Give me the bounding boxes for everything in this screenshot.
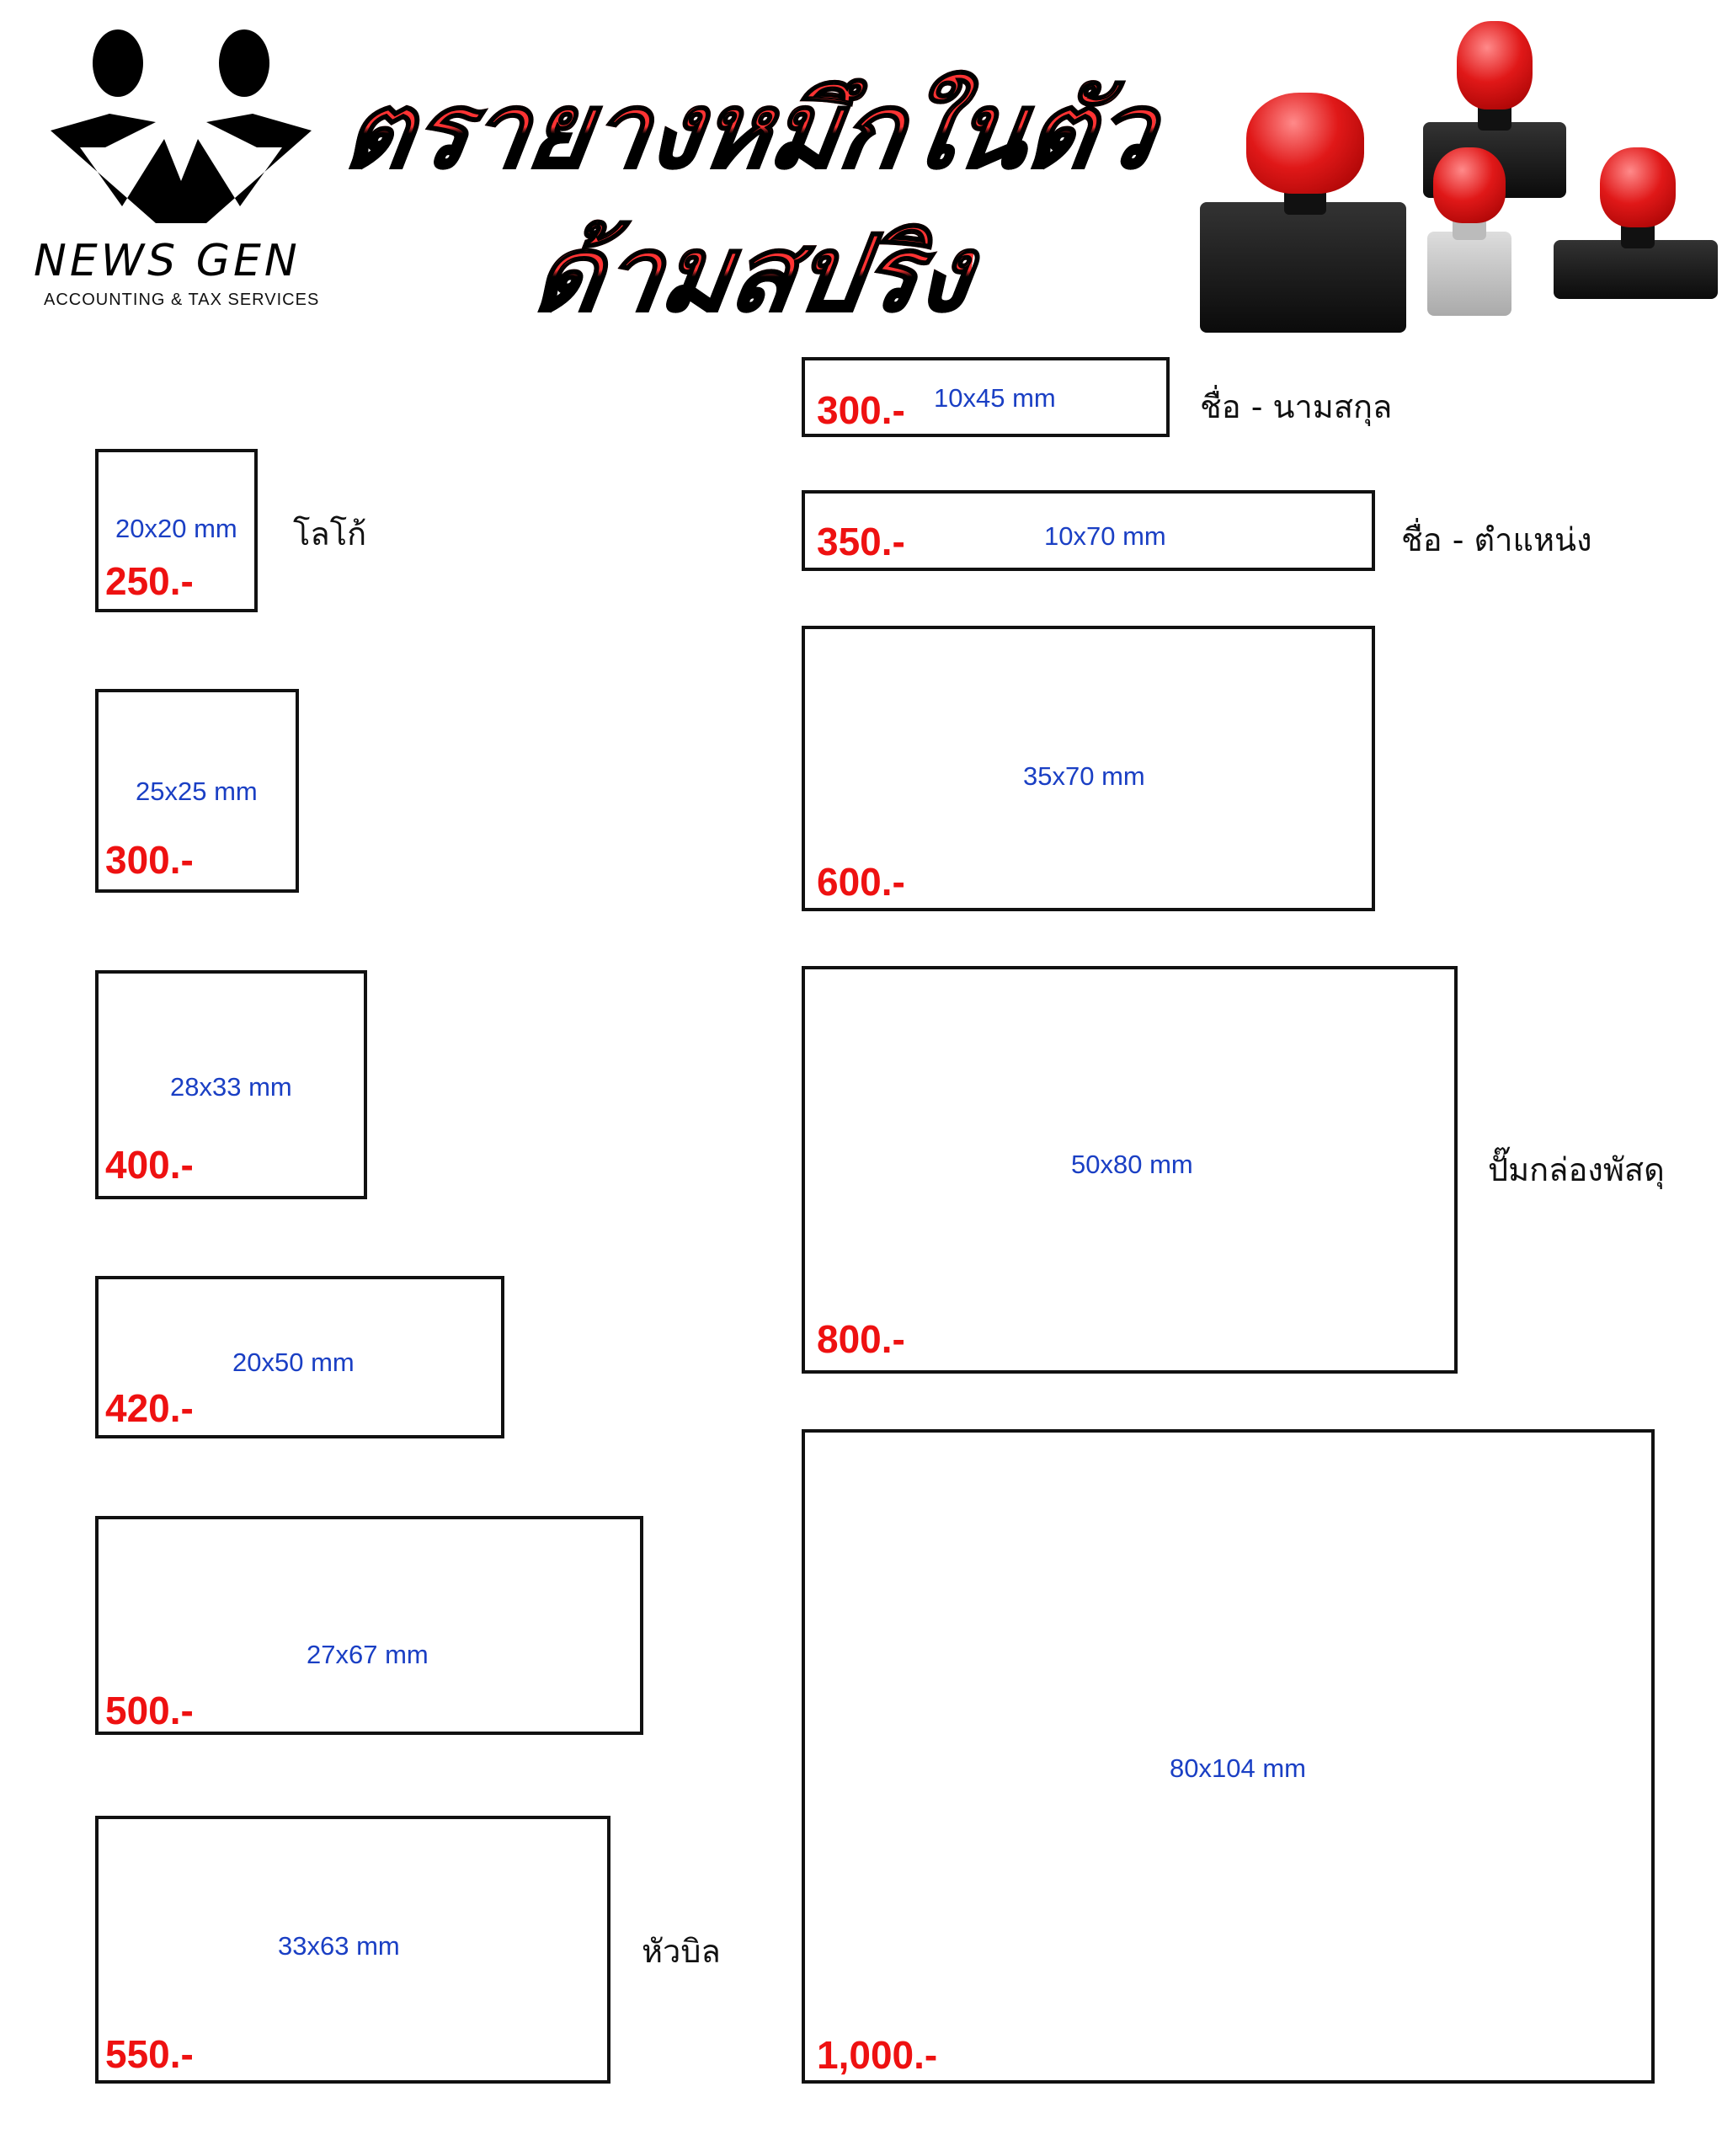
note-label: ปั๊มกล่องพัสดุ <box>1488 1151 1665 1188</box>
size-label: 10x70 mm <box>1044 521 1166 551</box>
title-line-2: ด้ามสปริง <box>523 189 983 357</box>
stamp-size-box: 80x104 mm 1,000.- <box>802 1429 1655 2084</box>
stamp-size-box: 20x20 mm 250.- <box>95 449 258 612</box>
size-label: 10x45 mm <box>934 383 1056 413</box>
stamp-large-icon <box>1200 84 1410 337</box>
stamp-size-box: 27x67 mm 500.- <box>95 1516 643 1735</box>
size-label: 28x33 mm <box>170 1072 292 1102</box>
size-label: 27x67 mm <box>307 1640 429 1669</box>
note-label: โลโก้ <box>293 515 367 552</box>
stamp-size-box: 50x80 mm 800.- <box>802 966 1458 1374</box>
size-label: 35x70 mm <box>1023 761 1145 791</box>
price-label: 350.- <box>817 520 905 563</box>
price-label: 250.- <box>105 559 194 603</box>
price-label: 600.- <box>817 860 905 904</box>
stamp-size-box: 33x63 mm 550.- <box>95 1816 610 2084</box>
note-label: ชื่อ - นามสกุล <box>1200 388 1393 425</box>
stamp-size-box: 25x25 mm 300.- <box>95 689 299 893</box>
price-label: 300.- <box>817 388 905 432</box>
note-label: ชื่อ - ตำแหน่ง <box>1401 521 1592 558</box>
stamp-size-box: 10x70 mm 350.- <box>802 490 1375 571</box>
size-label: 80x104 mm <box>1170 1753 1306 1783</box>
price-label: 1,000.- <box>817 2033 938 2077</box>
stamp-small-gray-icon <box>1423 143 1516 320</box>
size-label: 50x80 mm <box>1071 1150 1193 1179</box>
stamp-size-box: 28x33 mm 400.- <box>95 970 367 1199</box>
size-label: 25x25 mm <box>136 776 258 806</box>
price-label: 300.- <box>105 838 194 882</box>
size-label: 20x50 mm <box>232 1348 355 1377</box>
stamp-long-icon <box>1554 143 1722 303</box>
note-label: หัวบิล <box>642 1933 721 1970</box>
price-label: 420.- <box>105 1386 194 1430</box>
stamp-size-box: 35x70 mm 600.- <box>802 626 1375 911</box>
price-label: 800.- <box>817 1317 905 1361</box>
price-label: 400.- <box>105 1143 194 1187</box>
price-label: 550.- <box>105 2032 194 2076</box>
size-label: 20x20 mm <box>115 514 237 543</box>
stamp-size-box: 10x45 mm 300.- <box>802 357 1170 437</box>
stamp-size-box: 20x50 mm 420.- <box>95 1276 504 1438</box>
size-label: 33x63 mm <box>278 1931 400 1961</box>
logo-mark-icon <box>51 29 312 223</box>
logo-brand: NEWS GEN <box>34 236 301 286</box>
logo-tagline: ACCOUNTING & TAX SERVICES <box>44 291 320 309</box>
price-label: 500.- <box>105 1689 194 1732</box>
